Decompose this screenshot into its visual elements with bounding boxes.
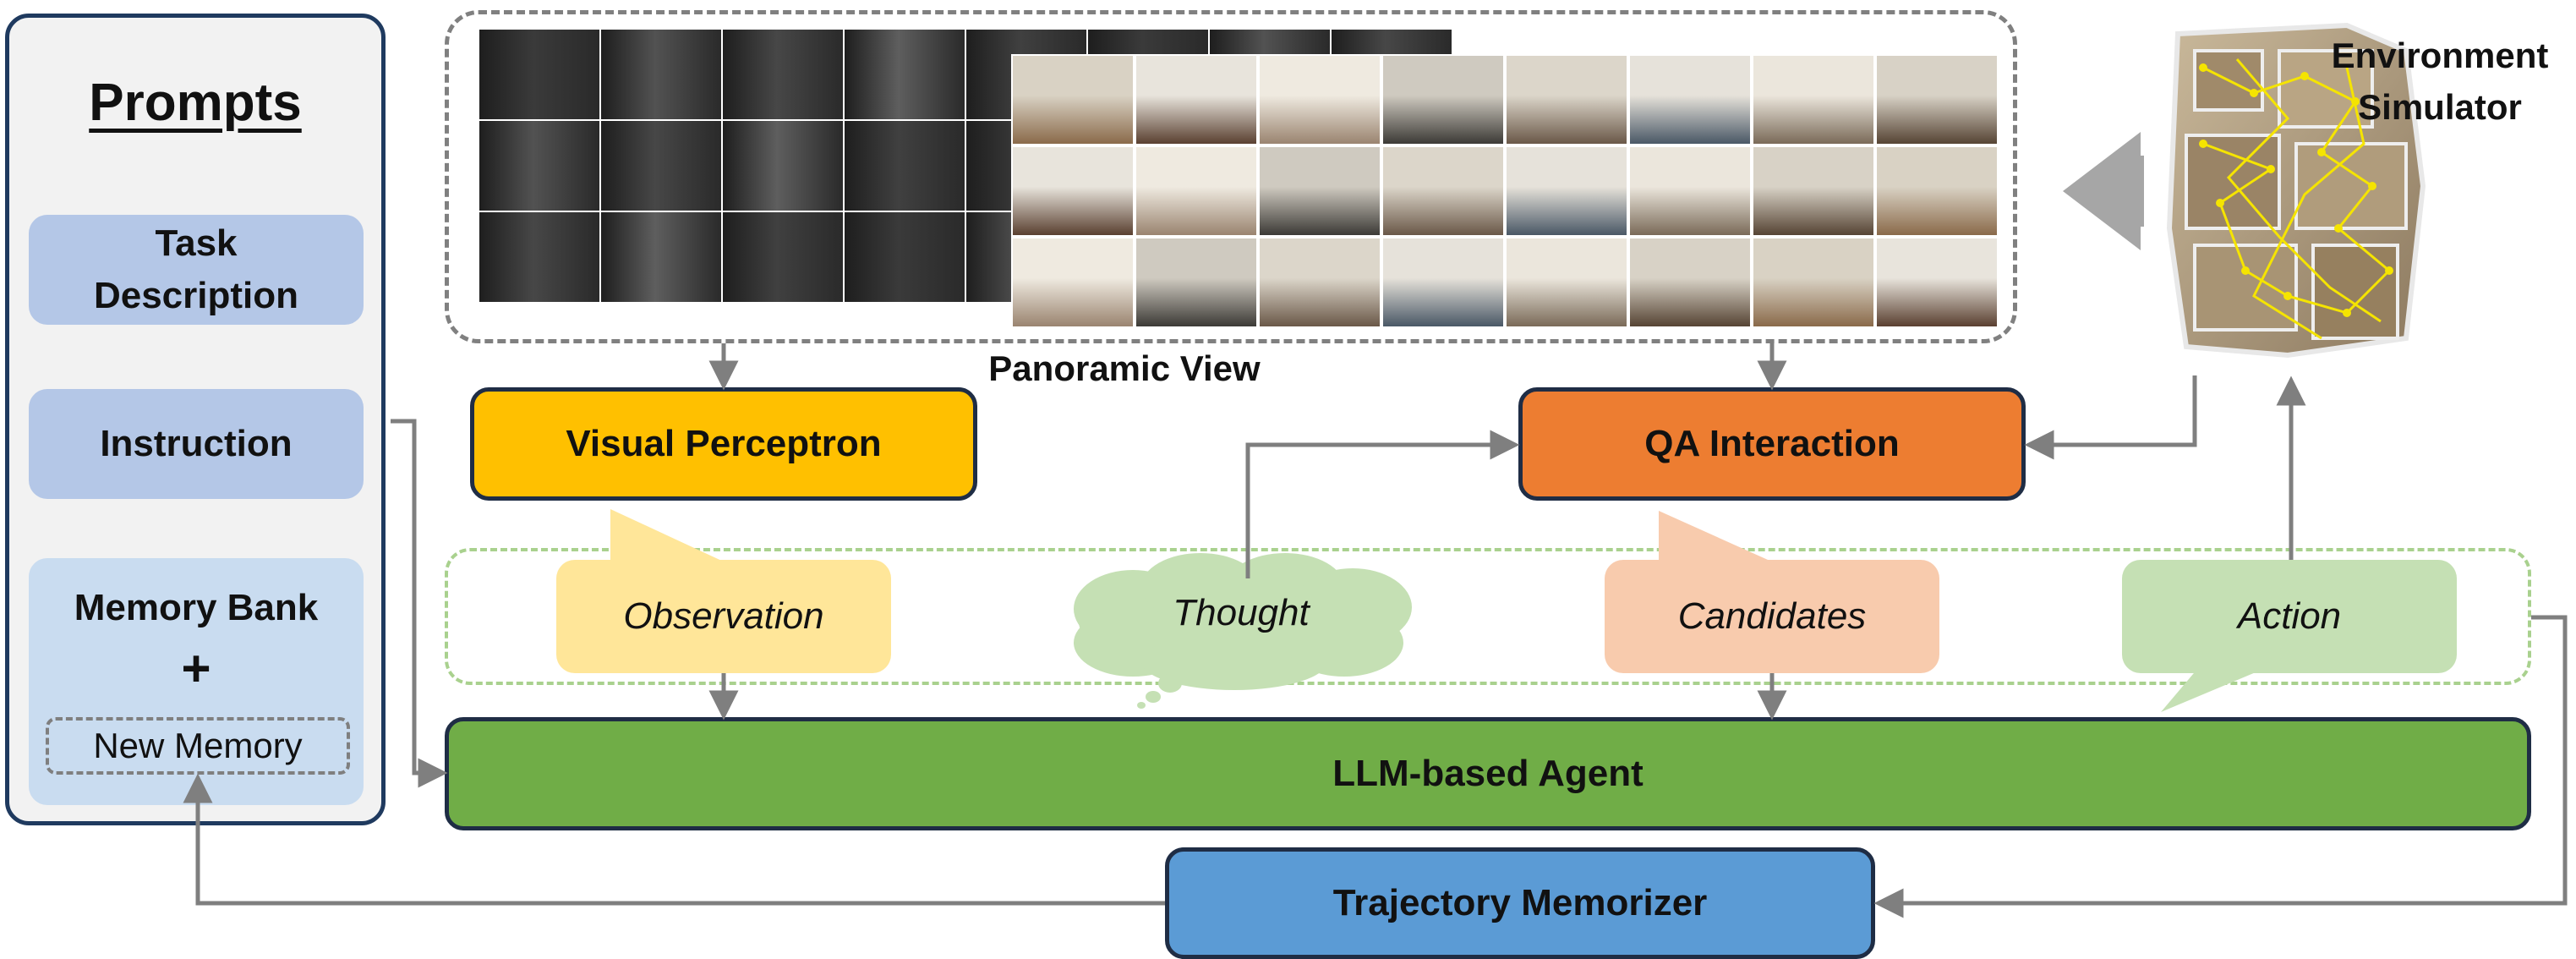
- environment-label-line2: Simulator: [2358, 86, 2522, 127]
- visual-perceptron-box: Visual Perceptron: [470, 387, 977, 501]
- rgb-view-thumbnail: [1135, 54, 1258, 145]
- rgb-view-thumbnail: [1628, 145, 1752, 237]
- environment-label-line1: Environment: [2331, 36, 2549, 75]
- rgb-view-thumbnail: [1752, 237, 1875, 328]
- rgb-view-thumbnail: [1875, 145, 1999, 237]
- rgb-view-thumbnail: [1258, 54, 1381, 145]
- arrow-instruction-to-agent: [391, 419, 448, 788]
- depth-thumbnail: [844, 211, 965, 303]
- rgb-view-thumbnail: [1011, 145, 1135, 237]
- rgb-view-thumbnail: [1752, 145, 1875, 237]
- trajectory-memorizer-box: Trajectory Memorizer: [1165, 847, 1875, 959]
- instruction-label: Instruction: [100, 423, 293, 465]
- new-memory-box: New Memory: [46, 717, 350, 775]
- task-description-box: Task Description: [29, 215, 364, 325]
- rgb-view-thumbnail: [1381, 145, 1505, 237]
- rgb-view-thumbnail: [1011, 237, 1135, 328]
- rgb-view-thumbnail: [1258, 145, 1381, 237]
- depth-thumbnail: [844, 29, 965, 120]
- observation-label: Observation: [623, 595, 824, 637]
- big-arrow-icon: [2063, 132, 2144, 250]
- environment-simulator-label: Environment Simulator: [2305, 30, 2575, 134]
- rgb-view-thumbnail: [1381, 54, 1505, 145]
- rgb-view-thumbnail: [1505, 145, 1628, 237]
- memory-bank-box: [29, 558, 364, 805]
- rgb-view-thumbnail: [1505, 237, 1628, 328]
- action-label: Action: [2237, 595, 2342, 637]
- depth-thumbnail: [722, 29, 844, 120]
- rgb-view-thumbnail: [1135, 145, 1258, 237]
- rgb-view-thumbnail: [1752, 54, 1875, 145]
- rgb-view-thumbnail: [1505, 54, 1628, 145]
- depth-thumbnail: [479, 211, 600, 303]
- panoramic-view-label: Panoramic View: [988, 348, 1261, 388]
- rgb-view-thumbnail: [1875, 237, 1999, 328]
- floorplan-icon: [2166, 22, 2426, 359]
- depth-thumbnail: [479, 29, 600, 120]
- instruction-box: Instruction: [29, 389, 364, 499]
- depth-thumbnail: [600, 211, 722, 303]
- llm-agent-label: LLM-based Agent: [1332, 753, 1643, 794]
- depth-thumbnail: [722, 211, 844, 303]
- environment-map-image: [2152, 17, 2431, 364]
- rgb-view-thumbnail: [1628, 54, 1752, 145]
- plus-sign: +: [181, 640, 211, 697]
- trajectory-memorizer-label: Trajectory Memorizer: [1332, 882, 1708, 923]
- rgb-view-thumbnail: [1628, 237, 1752, 328]
- rgb-view-thumbnail: [1875, 54, 1999, 145]
- rgb-view-thumbnail: [1258, 237, 1381, 328]
- depth-thumbnail: [722, 120, 844, 211]
- rgb-view-thumbnail: [1011, 54, 1135, 145]
- memory-bank-label: Memory Bank: [74, 587, 319, 628]
- llm-agent-box: LLM-based Agent: [445, 717, 2531, 830]
- thought-label: Thought: [1173, 592, 1310, 633]
- prompts-title: Prompts: [89, 74, 302, 132]
- rgb-view-thumbnail: [1381, 237, 1505, 328]
- visual-perceptron-label: Visual Perceptron: [566, 423, 882, 464]
- candidates-label: Candidates: [1677, 595, 1867, 637]
- arrow-simulator-to-qa: [2024, 375, 2197, 460]
- new-memory-label: New Memory: [93, 726, 303, 765]
- depth-thumbnail: [479, 120, 600, 211]
- action-bubble: Action: [2122, 560, 2457, 673]
- qa-interaction-label: QA Interaction: [1644, 423, 1900, 464]
- panoramic-view-frame: [445, 10, 2017, 343]
- rgb-view-thumbnail: [1135, 237, 1258, 328]
- depth-thumbnail: [600, 29, 722, 120]
- candidates-bubble: Candidates: [1605, 560, 1939, 673]
- depth-thumbnail: [844, 120, 965, 211]
- observation-bubble: Observation: [556, 560, 891, 673]
- qa-interaction-box: QA Interaction: [1518, 387, 2026, 501]
- task-description-label: Task Description: [93, 222, 299, 316]
- depth-thumbnail: [600, 120, 722, 211]
